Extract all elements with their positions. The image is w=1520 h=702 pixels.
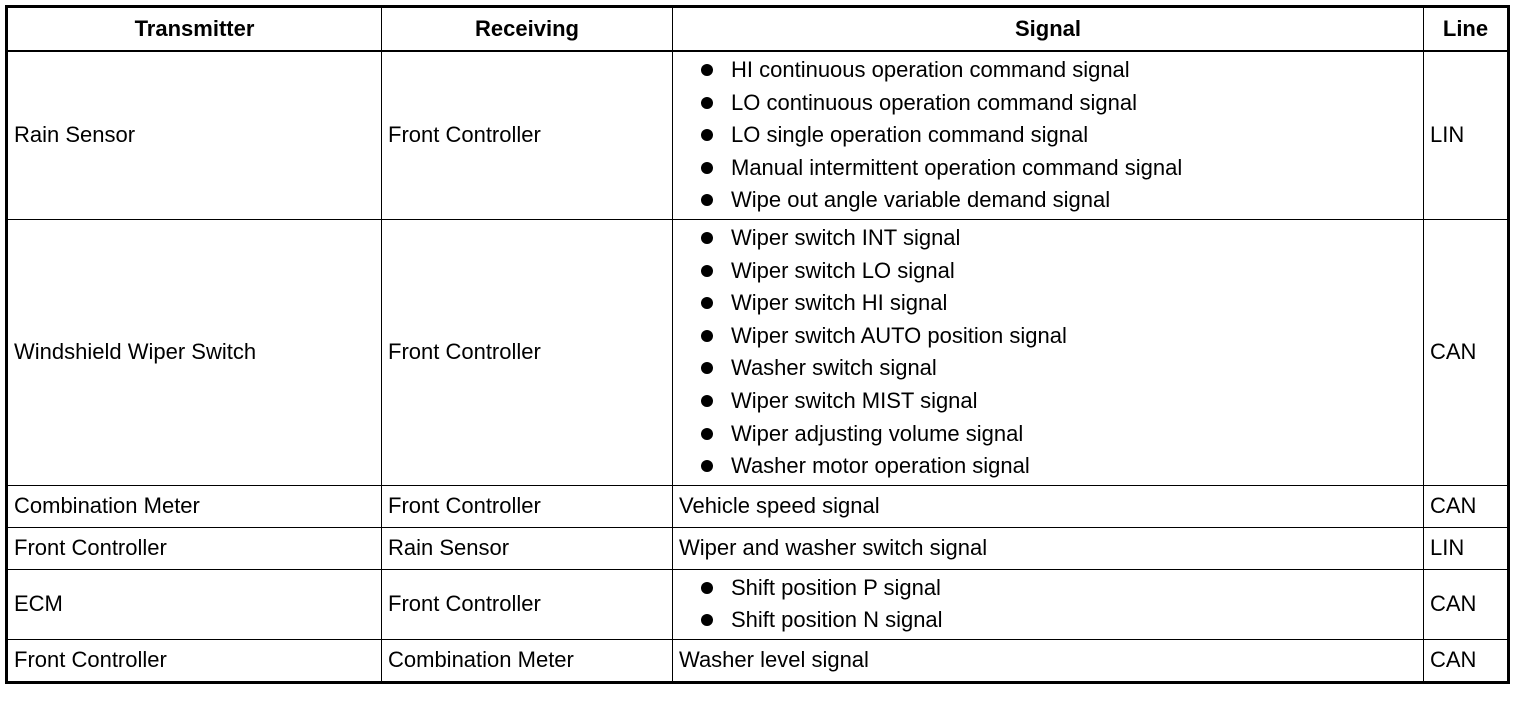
signal-item: HI continuous operation command signal — [699, 54, 1423, 87]
table-row: Combination Meter Front Controller Vehic… — [6, 484, 1509, 528]
signal-item: LO continuous operation command signal — [699, 87, 1423, 120]
signal-item: Wiper adjusting volume signal — [699, 418, 1423, 451]
receiving-cell: Front Controller — [381, 50, 673, 220]
signal-cell: Vehicle speed signal — [672, 484, 1424, 528]
header-signal: Signal — [672, 6, 1424, 52]
line-cell: CAN — [1423, 484, 1509, 528]
transmitter-cell: Combination Meter — [6, 484, 382, 528]
header-row: Transmitter Receiving Signal Line — [6, 6, 1509, 52]
signal-list: Shift position P signal Shift position N… — [679, 570, 1423, 639]
signal-item: Wiper switch MIST signal — [699, 385, 1423, 418]
signal-cell: Wiper and washer switch signal — [672, 526, 1424, 570]
signal-item: Shift position N signal — [699, 604, 1423, 637]
signal-list: HI continuous operation command signal L… — [679, 52, 1423, 219]
signal-item: Wiper switch LO signal — [699, 255, 1423, 288]
header-receiving: Receiving — [381, 6, 673, 52]
transmitter-cell: ECM — [6, 568, 382, 640]
signal-item: LO single operation command signal — [699, 119, 1423, 152]
table-row: Rain Sensor Front Controller HI continuo… — [6, 50, 1509, 220]
signal-list: Wiper switch INT signal Wiper switch LO … — [679, 220, 1423, 485]
table-row: Front Controller Rain Sensor Wiper and w… — [6, 526, 1509, 570]
signal-item: Wipe out angle variable demand signal — [699, 184, 1423, 217]
header-line: Line — [1423, 6, 1509, 52]
line-cell: LIN — [1423, 50, 1509, 220]
signal-item: Washer motor operation signal — [699, 450, 1423, 483]
signal-cell: Wiper switch INT signal Wiper switch LO … — [672, 218, 1424, 486]
line-cell: CAN — [1423, 568, 1509, 640]
table-row: Windshield Wiper Switch Front Controller… — [6, 218, 1509, 486]
transmitter-cell: Rain Sensor — [6, 50, 382, 220]
transmitter-cell: Windshield Wiper Switch — [6, 218, 382, 486]
signal-item: Shift position P signal — [699, 572, 1423, 605]
receiving-cell: Front Controller — [381, 568, 673, 640]
receiving-cell: Front Controller — [381, 484, 673, 528]
receiving-cell: Combination Meter — [381, 638, 673, 683]
table-row: Front Controller Combination Meter Washe… — [6, 638, 1509, 683]
line-cell: LIN — [1423, 526, 1509, 570]
signal-cell: Shift position P signal Shift position N… — [672, 568, 1424, 640]
line-cell: CAN — [1423, 218, 1509, 486]
signal-item: Wiper switch AUTO position signal — [699, 320, 1423, 353]
signal-item: Wiper switch HI signal — [699, 287, 1423, 320]
line-cell: CAN — [1423, 638, 1509, 683]
receiving-cell: Front Controller — [381, 218, 673, 486]
signal-item: Washer switch signal — [699, 352, 1423, 385]
signal-cell: HI continuous operation command signal L… — [672, 50, 1424, 220]
transmitter-cell: Front Controller — [6, 526, 382, 570]
signal-item: Manual intermittent operation command si… — [699, 152, 1423, 185]
table-row: ECM Front Controller Shift position P si… — [6, 568, 1509, 640]
transmitter-cell: Front Controller — [6, 638, 382, 683]
receiving-cell: Rain Sensor — [381, 526, 673, 570]
signal-cell: Washer level signal — [672, 638, 1424, 683]
header-transmitter: Transmitter — [6, 6, 382, 52]
signal-item: Wiper switch INT signal — [699, 222, 1423, 255]
signal-table: Transmitter Receiving Signal Line Rain S… — [5, 5, 1510, 684]
